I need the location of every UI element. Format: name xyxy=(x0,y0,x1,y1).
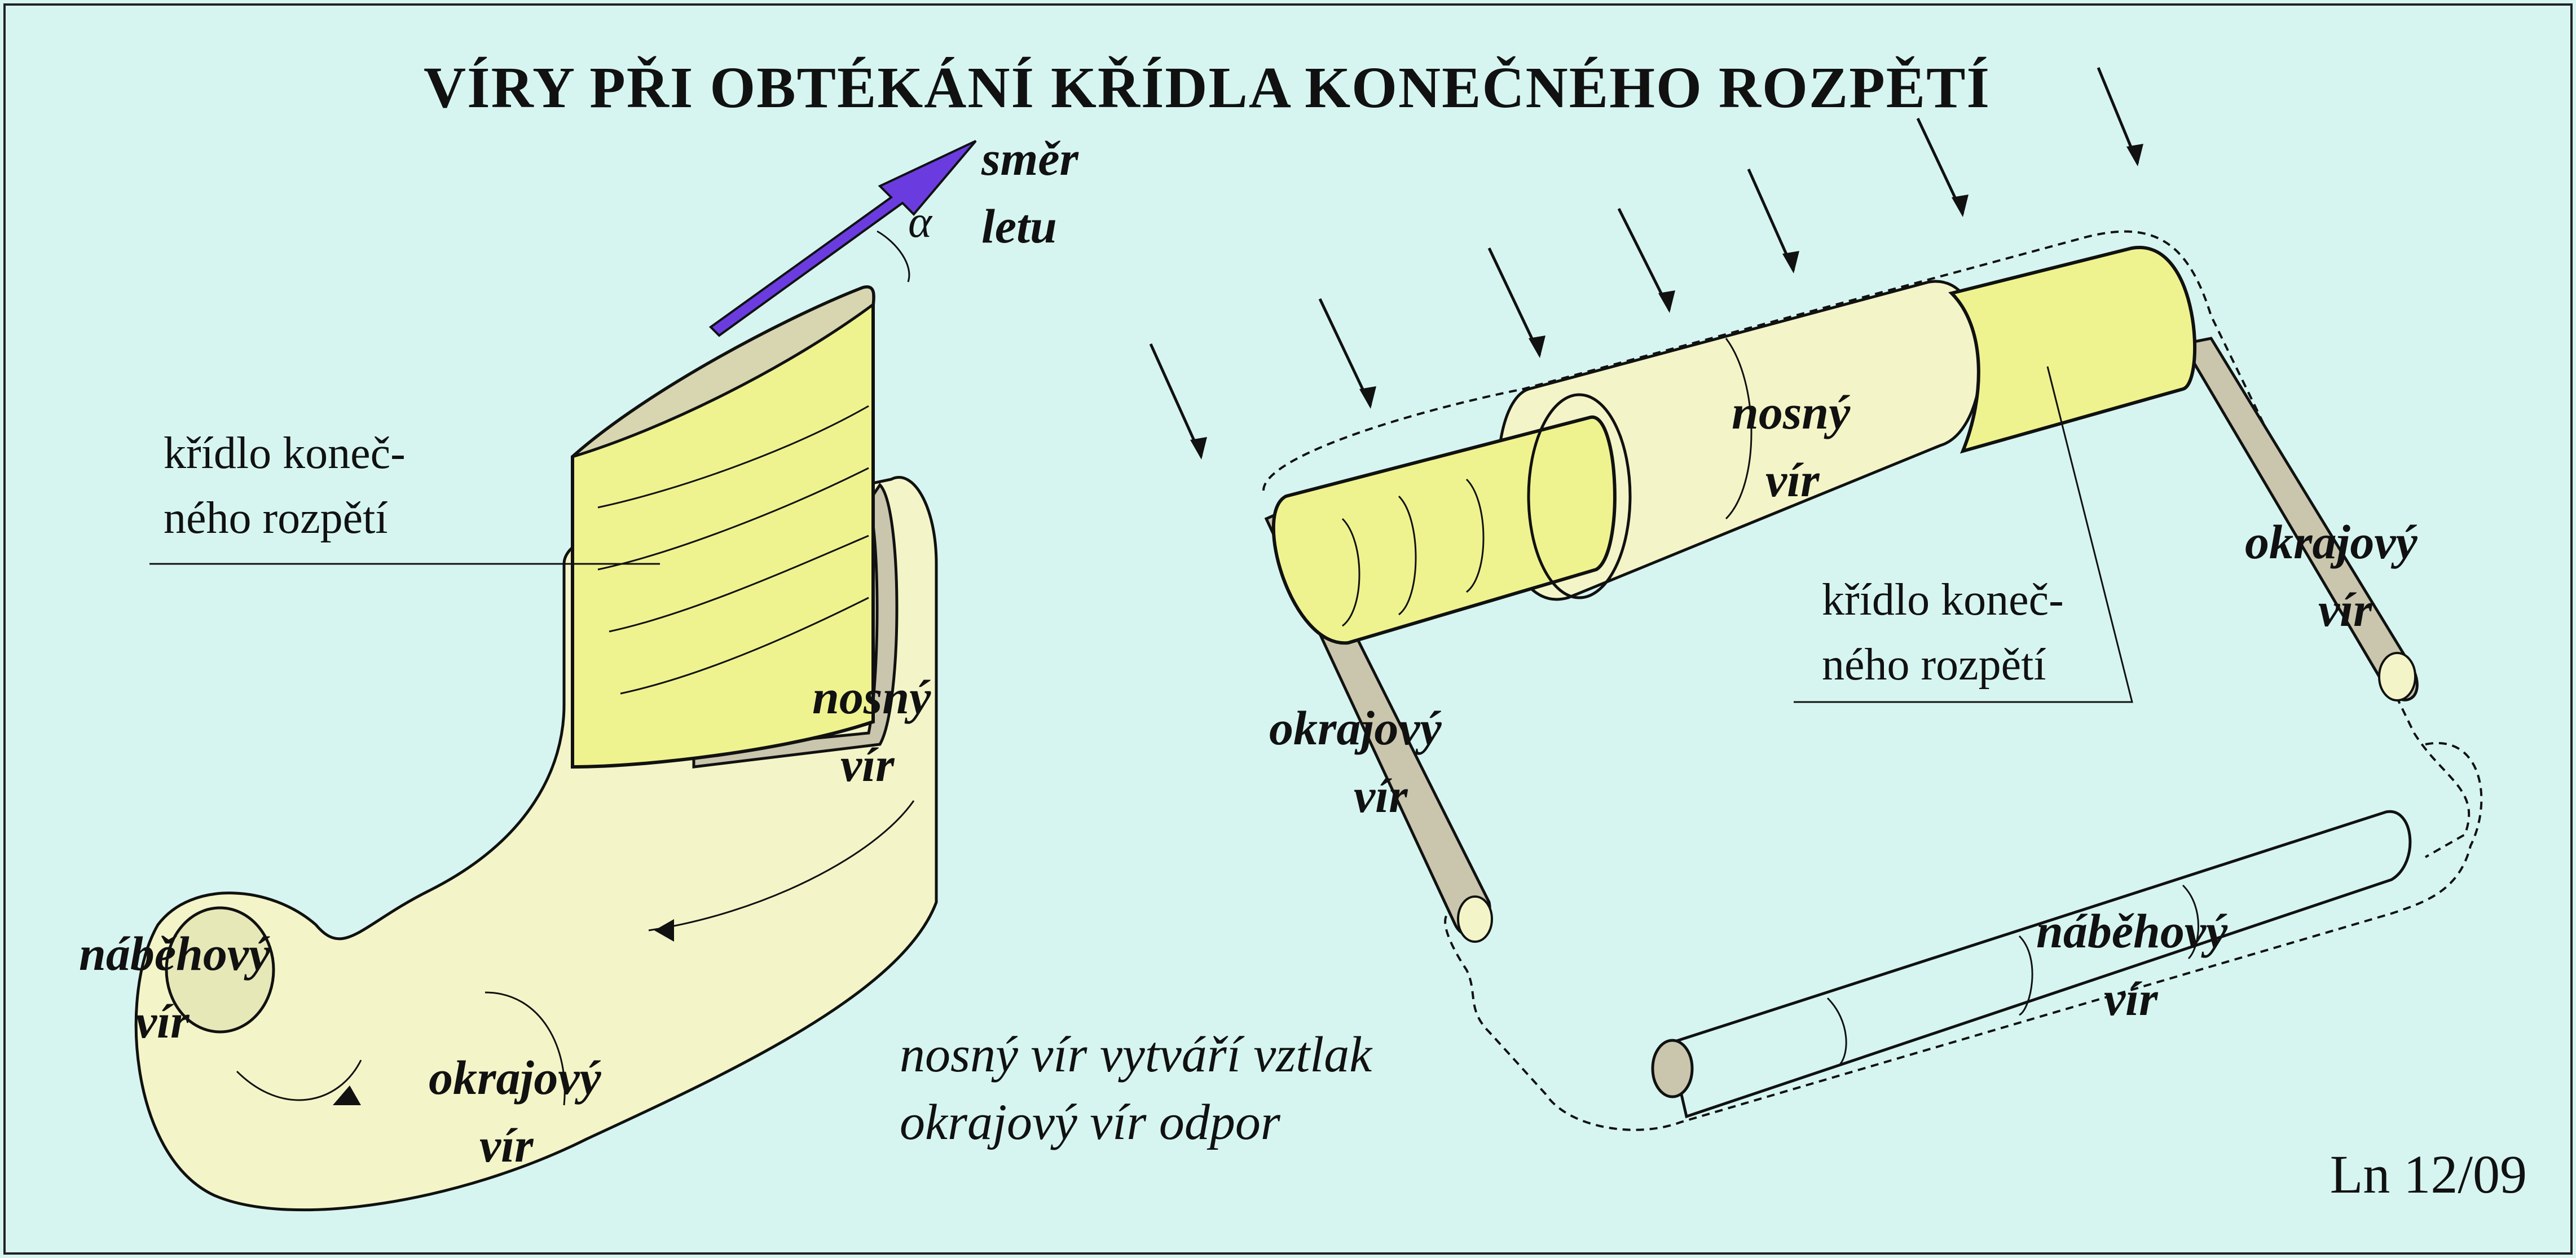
right-wing-inboard xyxy=(1271,415,1617,645)
downwash-arrows xyxy=(1149,67,2143,460)
right-tip-vortex-right-label-1: okrajový xyxy=(2245,515,2418,569)
angle-arc xyxy=(877,230,910,283)
wing-line-4 xyxy=(620,597,869,695)
frame-border xyxy=(3,3,2573,1255)
right-figure: nosný vír okrajový vír okrajový vír kříd… xyxy=(1149,67,2483,1131)
reference-code: Ln 12/09 xyxy=(2330,1144,2527,1204)
angle-symbol: α xyxy=(908,197,933,247)
left-wing-top xyxy=(571,285,875,458)
left-tip-vortex-label-2: vír xyxy=(479,1118,534,1172)
swirl-1 xyxy=(648,800,915,932)
left-wing-label-2: ného rozpětí xyxy=(164,493,388,543)
right-tip-vortex-right-label-2: vír xyxy=(2318,582,2373,637)
flight-direction-label-2: letu xyxy=(981,199,1057,253)
wing-line-2 xyxy=(597,467,869,571)
left-starting-vortex-label-2: vír xyxy=(135,994,190,1048)
inner-vortex-tube xyxy=(692,483,899,769)
right-starting-vortex-end xyxy=(1651,1039,1694,1098)
starting-vortex-core-left xyxy=(165,906,275,1034)
left-wing-label-1: křídlo koneč- xyxy=(164,429,406,478)
caption-line-1: nosný vír vytváří vztlak xyxy=(900,1027,1373,1083)
swirl-arrowhead-2 xyxy=(333,1085,361,1105)
right-wing-leader xyxy=(1794,366,2133,703)
flight-direction-arrow xyxy=(708,140,977,337)
right-tip-vortex-left-label-2: vír xyxy=(1354,769,1408,823)
flow-dashed-loop xyxy=(1262,230,2483,1131)
left-starting-vortex-label-1: náběhový xyxy=(79,926,271,981)
right-bound-vortex-label-1: nosný xyxy=(1732,385,1851,439)
swirl-2 xyxy=(485,991,566,1106)
wing-line-3 xyxy=(609,535,869,633)
right-bound-vortex-label-2: vír xyxy=(1765,453,1820,507)
left-tip-vortex-label-1: okrajový xyxy=(429,1050,602,1105)
swirl-3 xyxy=(236,1060,362,1101)
flight-direction-label-1: směr xyxy=(981,131,1080,186)
right-wing-label-2: ného rozpětí xyxy=(1822,640,2046,690)
right-starting-vortex-tube xyxy=(1668,810,2412,1119)
swirl-arrowhead-1 xyxy=(654,919,674,942)
right-wing-label-1: křídlo koneč- xyxy=(1822,575,2064,625)
left-bound-vortex-label-2: vír xyxy=(840,738,895,792)
wing-line-1 xyxy=(597,405,869,509)
bound-vortex-ring xyxy=(1527,393,1632,599)
page-title: VÍRY PŘI OBTÉKÁNÍ KŘÍDLA KONEČNÉHO ROZPĚ… xyxy=(424,55,1991,120)
right-starting-vortex-label-2: vír xyxy=(2104,972,2159,1026)
left-figure: α směr letu křídlo koneč- ného rozpětí n… xyxy=(79,131,1080,1212)
right-wing-outboard xyxy=(1948,245,2197,454)
caption-line-2: okrajový vír odpor xyxy=(900,1094,1281,1150)
left-bound-vortex-label-1: nosný xyxy=(812,670,931,724)
right-tip-vortex-left-label-1: okrajový xyxy=(1269,701,1442,755)
right-starting-vortex-label-1: náběhový xyxy=(2036,904,2228,958)
